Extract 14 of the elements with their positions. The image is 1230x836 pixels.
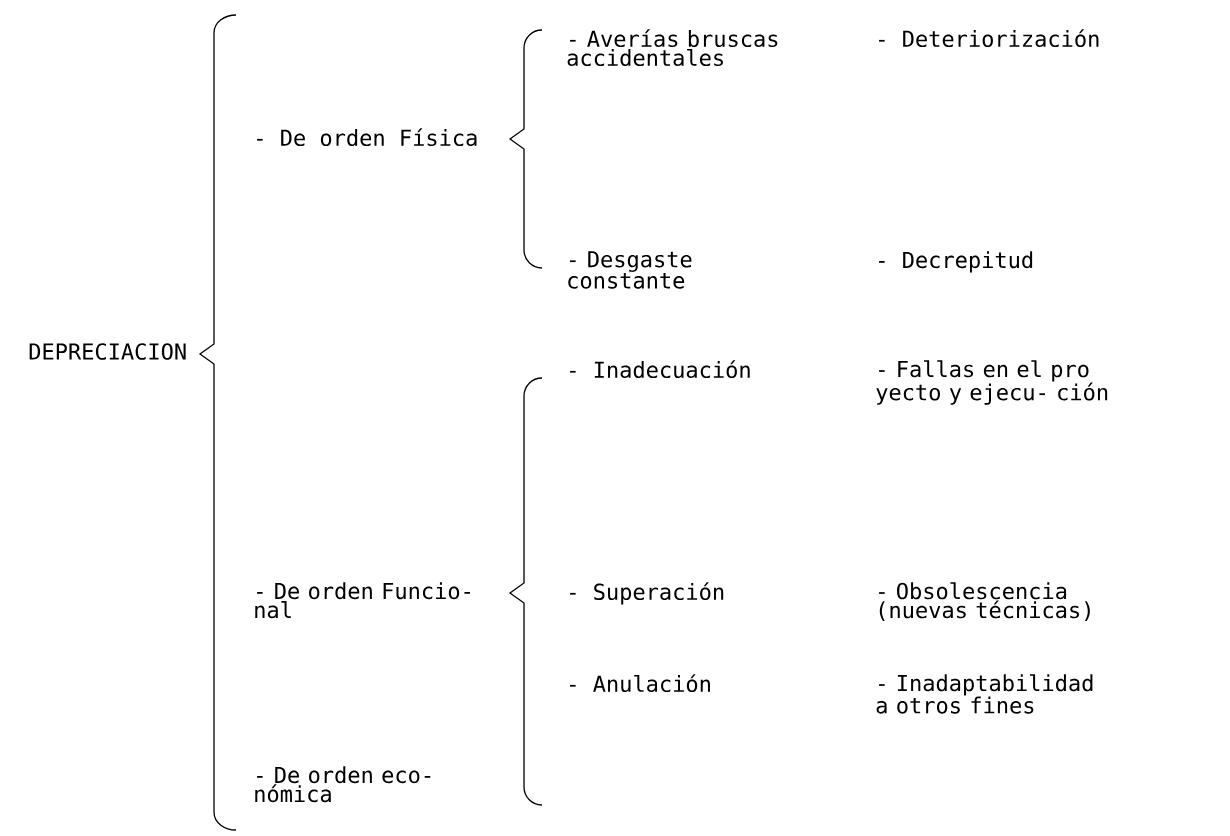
item-text: - Inadaptabilidad a otros fines xyxy=(876,674,1093,714)
item-text: - De orden eco- nómica xyxy=(255,766,431,803)
item-text: - Inadecuación xyxy=(570,360,750,379)
item-text: - Superación xyxy=(570,582,724,605)
item-text: - Fallas en el pro yecto y ejecu- ción xyxy=(876,360,1108,405)
item-text: - Anulación xyxy=(570,674,710,693)
item-text: - De orden Física xyxy=(257,128,477,147)
item-text: - Decrepitud xyxy=(879,251,1033,273)
heading-text: DEPRECIACION xyxy=(29,343,186,360)
item-text: - Desgaste constante xyxy=(568,251,692,289)
item-text: - Obsolescencia (nuevas técnicas) xyxy=(879,582,1090,621)
item-text: - Deteriorización xyxy=(879,29,1099,48)
item-text: - Averías bruscas accidentales xyxy=(567,29,778,67)
item-text: - De orden Funcio- nal xyxy=(255,582,471,619)
